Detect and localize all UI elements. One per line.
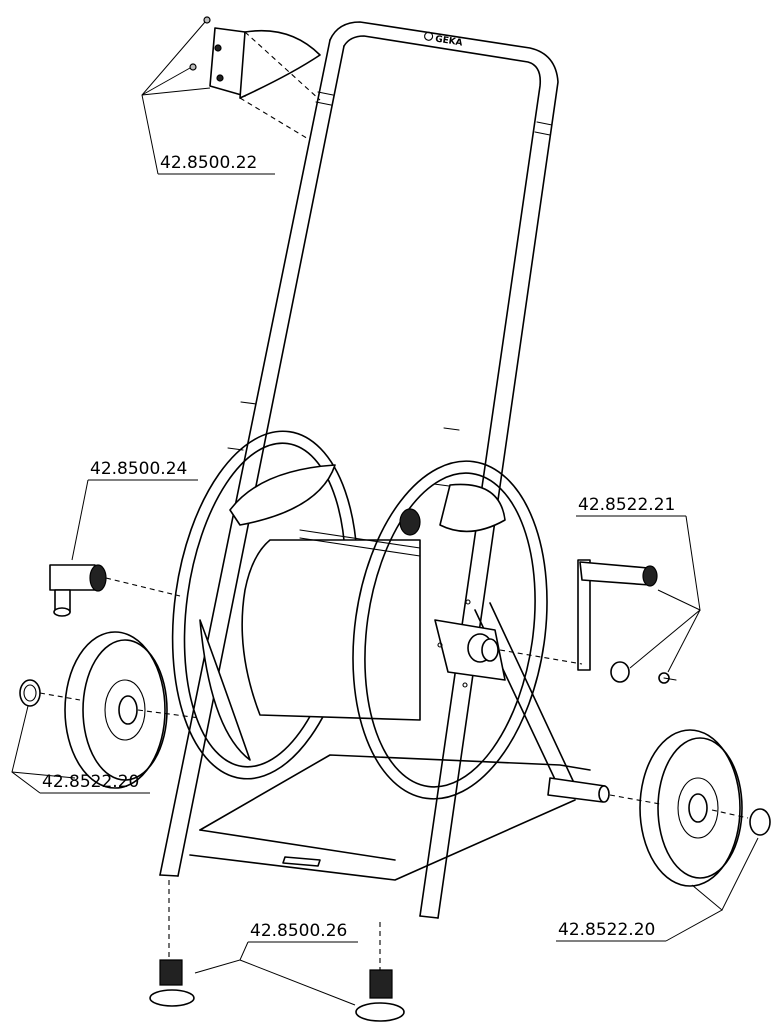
callout-inlet-connector: 42.8500.24 [71,459,198,561]
part-number-label: 42.8500.26 [250,921,347,941]
part-number-label: 42.8522.20 [42,772,139,792]
geka-logo: GEKA [424,31,463,49]
part-number-label: 42.8522.20 [558,920,655,940]
hose-guide-part [189,16,321,141]
part-number-label: 42.8500.22 [160,153,257,173]
crank-handle-part [499,559,677,684]
callout-wheel-left: 42.8522.20 [11,705,150,794]
wheel-right-part [609,729,771,887]
callout-hose-guide: 42.8500.22 [141,21,275,175]
wheel-left-part [19,631,201,789]
callout-feet: 42.8500.26 [194,921,358,1006]
part-number-label: 42.8522.21 [578,495,675,515]
inlet-connector-part [49,564,181,617]
hose-reel [171,430,548,800]
callout-wheel-right: 42.8522.20 [556,837,759,942]
part-number-label: 42.8500.24 [90,459,187,479]
callout-crank-handle: 42.8522.21 [576,495,701,673]
feet-part [149,880,405,1022]
cart-frame [159,21,610,919]
logo-text: GEKA [434,34,463,48]
